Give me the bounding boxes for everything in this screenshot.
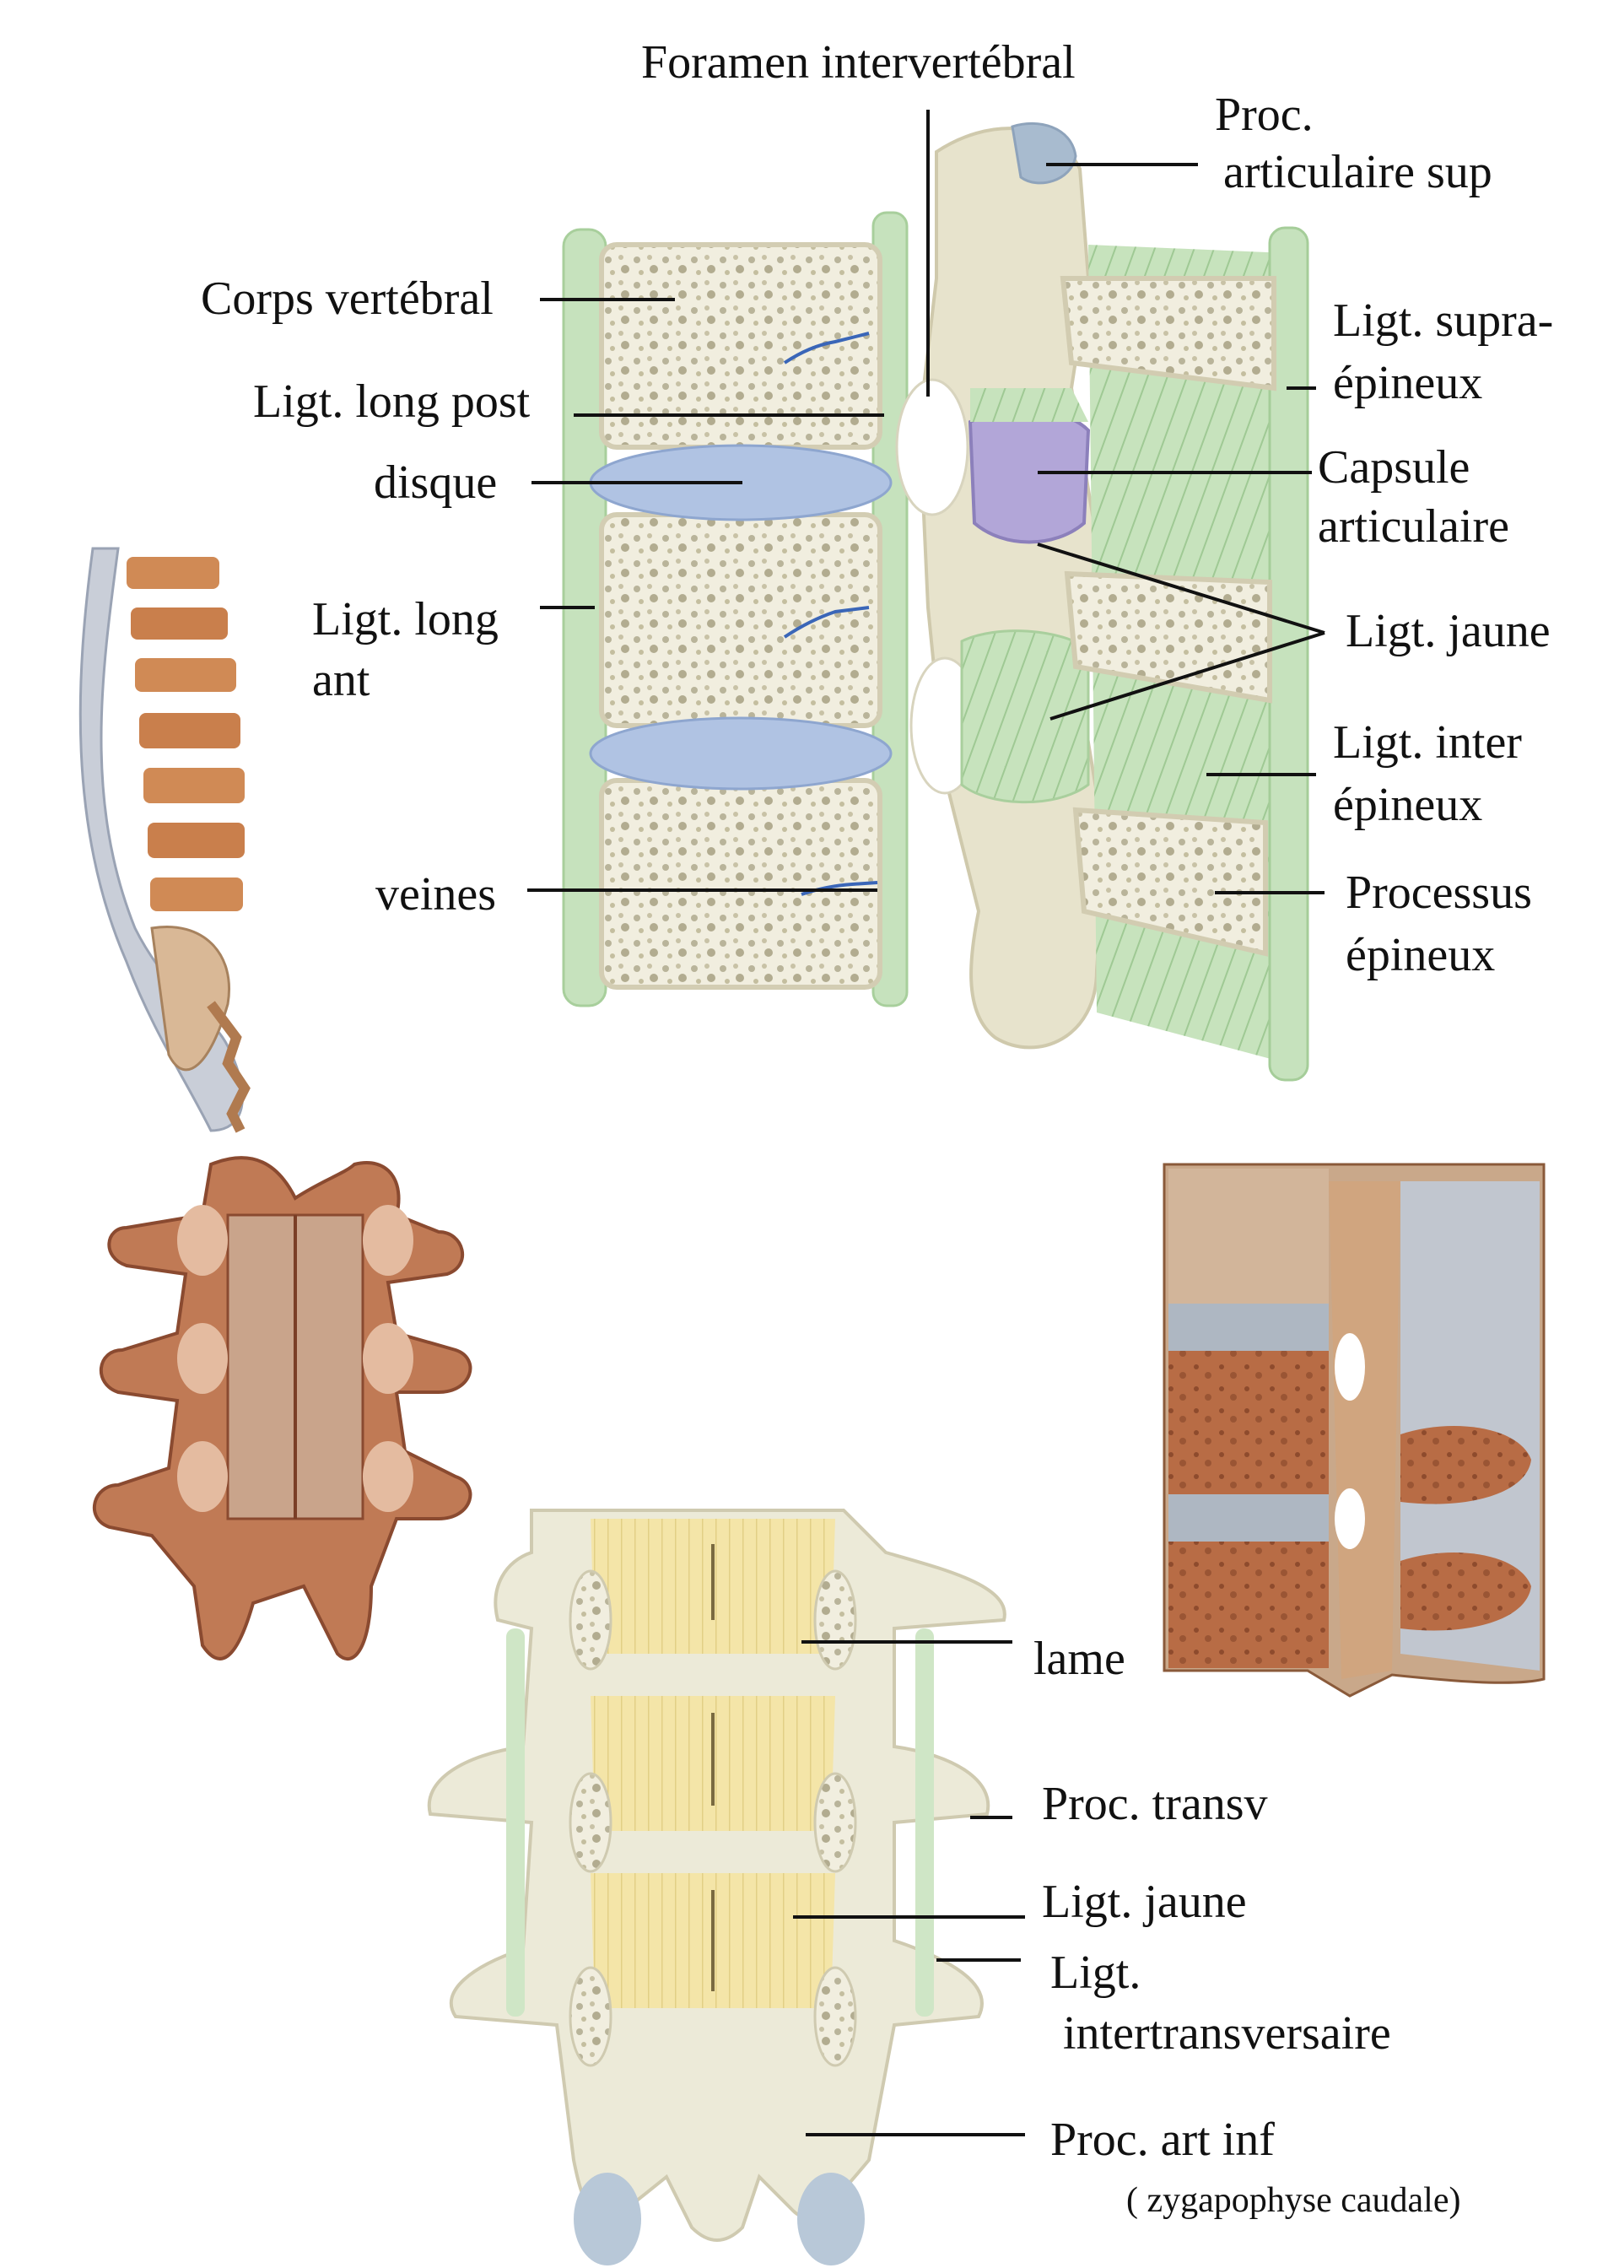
label-foramen: Foramen intervertébral: [641, 36, 1076, 89]
leader-lines: [527, 110, 1325, 2136]
label-ligt-inter-1: Ligt. inter: [1333, 716, 1522, 769]
posterior-view-brown: [93, 1156, 472, 1660]
label-proc-transv: Proc. transv: [1042, 1778, 1268, 1830]
label-proc-art-sup-1: Proc.: [1215, 89, 1314, 141]
posterior-view-pale: [427, 1509, 1006, 2265]
label-ligt-inter-2: épineux: [1333, 779, 1483, 831]
label-proc-art-inf: Proc. art inf: [1050, 2114, 1275, 2166]
label-ligt-long-ant-2: ant: [312, 654, 370, 706]
label-ligt-intertrans-2: intertransversaire: [1063, 2007, 1391, 2060]
label-processus-2: épineux: [1346, 929, 1496, 981]
label-ligt-supra-2: épineux: [1333, 357, 1483, 409]
label-veines: veines: [375, 868, 497, 921]
label-capsule-2: articulaire: [1318, 500, 1509, 553]
label-corps-vertebral: Corps vertébral: [201, 273, 494, 325]
label-lame: lame: [1033, 1633, 1125, 1685]
foramen-1: [895, 378, 969, 516]
label-capsule-1: Capsule: [1318, 441, 1470, 494]
label-ligt-supra-1: Ligt. supra-: [1333, 294, 1554, 347]
label-proc-art-sup-2: articulaire sup: [1223, 146, 1492, 198]
label-disque: disque: [374, 456, 498, 509]
proc-art-sup-shape: [1011, 122, 1077, 185]
vertebral-body-2: [599, 512, 882, 728]
ligt-jaune-shape-2: [960, 629, 1090, 804]
label-zygapophyse: ( zygapophyse caudale): [1126, 2181, 1461, 2220]
ligt-intertrans-shape-left: [506, 1628, 525, 2017]
lateral-spine: [78, 547, 251, 1133]
sagittal-section: [562, 122, 1309, 1082]
ligt-intertrans-shape-right: [915, 1628, 934, 2017]
spinous-process-3: [1072, 807, 1268, 957]
label-processus-1: Processus: [1346, 867, 1532, 919]
label-ligt-intertrans-1: Ligt.: [1050, 1947, 1141, 1999]
sagittal-photo: [1163, 1163, 1546, 1698]
label-ligt-long-ant-1: Ligt. long: [312, 593, 499, 645]
vertebral-body-3: [599, 778, 882, 990]
label-ligt-jaune-bottom: Ligt. jaune: [1042, 1876, 1247, 1928]
label-ligt-long-post: Ligt. long post: [253, 375, 531, 428]
disc-2: [589, 716, 893, 791]
ligt-jaune-shape-1: [970, 388, 1088, 422]
label-ligt-jaune-top: Ligt. jaune: [1346, 605, 1551, 657]
spinous-process-1: [1060, 276, 1276, 392]
capsule-shape: [968, 408, 1091, 544]
spinous-process-2: [1064, 570, 1272, 704]
